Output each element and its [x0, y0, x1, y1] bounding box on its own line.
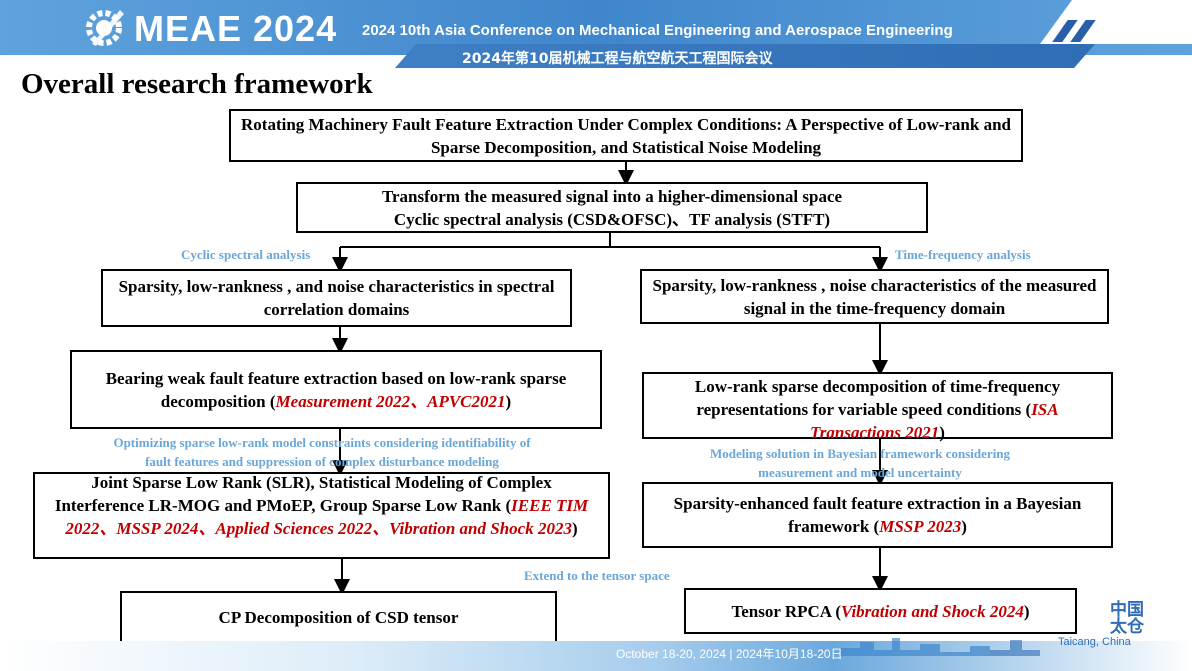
page-title: Overall research framework [21, 68, 373, 100]
box-research-topic: Rotating Machinery Fault Feature Extract… [229, 109, 1023, 162]
label-time-frequency: Time-frequency analysis [895, 247, 1031, 262]
logo-text: MEAE 2024 [134, 8, 338, 49]
label-cyclic-spectral: Cyclic spectral analysis [181, 247, 311, 262]
label-extend-tensor: Extend to the tensor space [524, 568, 670, 583]
box-right-tensor-rpca-text: Tensor RPCA (Vibration and Shock 2024) [731, 600, 1029, 623]
box-right-tf-lowrank: Low-rank sparse decomposition of time-fr… [642, 372, 1113, 442]
label-optimizing: Optimizing sparse low-rank model constra… [82, 433, 562, 471]
box-left-cp-decomposition: CP Decomposition of CSD tensor [120, 591, 557, 643]
reference-joint-sparse: IEEE TIM 2022、MSSP 2024、Applied Sciences… [65, 496, 589, 538]
paren-close: ) [939, 423, 945, 442]
box-left-joint-sparse: Joint Sparse Low Rank (SLR), Statistical… [33, 472, 610, 559]
taicang-logo-text: 中国太仓 [1110, 600, 1144, 637]
box-left-spectral-domains: Sparsity, low-rankness , and noise chara… [101, 269, 572, 327]
box-right-bayesian-text: Sparsity-enhanced fault feature extracti… [668, 492, 1087, 538]
label-modeling-line1: Modeling solution in Bayesian framework … [709, 446, 1011, 461]
gear-rocket-logo-icon [86, 10, 124, 46]
skyline-icon [840, 638, 1040, 656]
reference-isa: ISA Transactions 2021 [810, 400, 1059, 442]
header-subtitle-band [395, 44, 1095, 68]
box-right-tensor-rpca: Tensor RPCA (Vibration and Shock 2024) [684, 588, 1077, 634]
conference-title-cn: 2024年第10届机械工程与航空航天工程国际会议 [462, 51, 773, 67]
reference-mssp: MSSP 2023 [879, 517, 962, 536]
box-right-tf-domain: Sparsity, low-rankness , noise character… [640, 269, 1109, 324]
box-left-joint-sparse-text: Joint Sparse Low Rank (SLR), Statistical… [49, 471, 594, 540]
text-bearing: Bearing weak fault feature extraction ba… [105, 368, 567, 411]
footer-location: Taicang, China [1058, 636, 1131, 648]
label-modeling-line2: measurement and model uncertainty [758, 465, 962, 480]
box-transform-line1: Transform the measured signal into a hig… [381, 186, 843, 206]
text-tf-lowrank: Low-rank sparse decomposition of time-fr… [694, 377, 1061, 419]
box-right-bayesian: Sparsity-enhanced fault feature extracti… [642, 482, 1113, 548]
box-left-cp-decomposition-text: CP Decomposition of CSD tensor [218, 607, 459, 627]
box-left-bearing-fault: Bearing weak fault feature extraction ba… [70, 350, 602, 429]
label-bayesian-modeling: Modeling solution in Bayesian framework … [688, 444, 1032, 482]
label-optimizing-line1: Optimizing sparse low-rank model constra… [113, 435, 531, 450]
box-research-topic-text: Rotating Machinery Fault Feature Extract… [241, 114, 1011, 157]
reference-bearing: Measurement 2022、APVC2021 [275, 391, 506, 411]
paren-close: ) [571, 519, 578, 538]
reference-vibration-shock: Vibration and Shock 2024 [841, 601, 1024, 621]
box-transform-line2: Cyclic spectral analysis (CSD&OFSC)、TF a… [393, 209, 831, 229]
footer-date: October 18-20, 2024 | 2024年10月18-20日 [616, 647, 843, 661]
label-optimizing-line2: fault features and suppression of comple… [145, 454, 499, 469]
box-left-spectral-domains-text: Sparsity, low-rankness , and noise chara… [118, 277, 555, 319]
box-right-tf-domain-text: Sparsity, low-rankness , noise character… [652, 275, 1097, 318]
box-right-tf-lowrank-text: Low-rank sparse decomposition of time-fr… [660, 375, 1095, 444]
footer-banner [0, 641, 1192, 671]
header-decoration [0, 0, 1192, 68]
box-left-bearing-fault-text: Bearing weak fault feature extraction ba… [94, 367, 578, 413]
paren-close: ) [1023, 601, 1030, 621]
paren-close: ) [505, 391, 512, 411]
box-transform: Transform the measured signal into a hig… [296, 182, 928, 233]
text-joint-sparse: Joint Sparse Low Rank (SLR), Statistical… [54, 473, 552, 515]
paren-close: ) [961, 517, 967, 536]
text-bayesian: Sparsity-enhanced fault feature extracti… [673, 494, 1082, 536]
text-tensor-rpca: Tensor RPCA ( [731, 601, 842, 621]
conference-title-en: 2024 10th Asia Conference on Mechanical … [362, 22, 953, 39]
